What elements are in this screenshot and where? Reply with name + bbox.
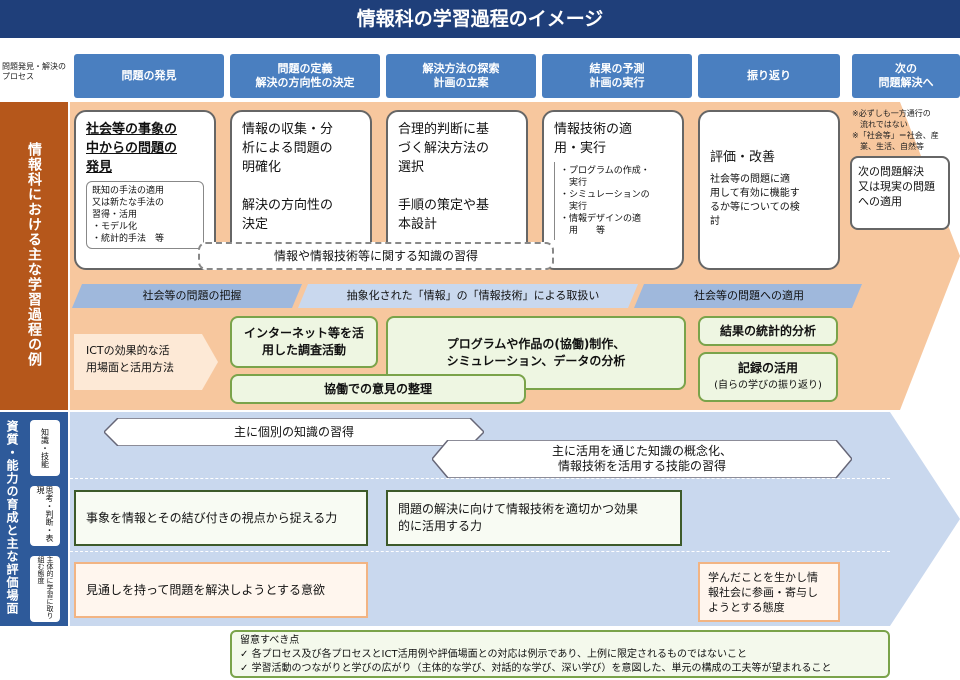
tag-thinking: 思考・判断・表現 [30, 486, 60, 546]
hex-arrow-individual-knowledge [104, 418, 484, 446]
divider-2 [70, 551, 890, 552]
card-problem-discovery: 社会等の事象の 中からの問題の 発見 既知の手法の適用 又は新たな手法の 習得・… [74, 110, 216, 270]
stage-next: 次の 問題解決へ [852, 54, 960, 98]
attitude-box-participation: 学んだことを生かし情 報社会に参画・寄与し ようとする態度 [698, 562, 840, 622]
process-notes: ※必ずしも一方通行の 流れではない ※「社会等」＝社会、産 業、生活、自然等 [852, 109, 939, 151]
ribbon-arrows [72, 284, 862, 308]
tag-knowledge-skills: 知識・技能 [30, 420, 60, 476]
page-title: 情報科の学習過程のイメージ [0, 0, 960, 38]
card-review-sub: 社会等の問題に適 用して有効に機能す るか等についての検 討 [710, 174, 800, 227]
thinking-box-apply: 問題の解決に向けて情報技術を適切かつ効果 的に活用する力 [386, 490, 682, 546]
ict-label: ICTの効果的な活 用場面と活用方法 [86, 344, 174, 374]
footer-heading: 留意すべき点 [240, 635, 300, 646]
card-review: 評価・改善 社会等の問題に適 用して有効に機能す るか等についての検 討 [698, 110, 840, 270]
card-execution: 情報技術の適 用・実行 ・プログラムの作成・ 実行 ・シミュレーションの 実行 … [542, 110, 684, 270]
stage-problem-discovery: 問題の発見 [74, 54, 224, 98]
activity-collaborative-organizing: 協働での意見の整理 [230, 374, 526, 404]
card-problem-discovery-sub: 既知の手法の適用 又は新たな手法の 習得・活用 ・モデル化 ・統計的手法 等 [86, 181, 204, 249]
ribbon-apply-society: 社会等の問題への適用 [694, 289, 804, 302]
ribbon-grasp-problem: 社会等の問題の把握 [142, 289, 242, 302]
footer-notes: 留意すべき点 ✓ 各プロセス及び各プロセスとICT活用例や評価場面との対応は例示… [230, 630, 890, 678]
stage-execution: 結果の予測 計画の実行 [542, 54, 692, 98]
thinking-box-capture: 事象を情報とその結び付きの視点から捉える力 [74, 490, 368, 546]
divider-1 [70, 478, 890, 479]
activity-record-use: 記録の活用 (自らの学びの振り返り) [698, 352, 838, 402]
card-execution-sub: ・プログラムの作成・ 実行 ・シミュレーションの 実行 ・情報デザインの適 用 … [554, 162, 672, 240]
ict-label-shape [74, 334, 218, 390]
footer-item-2: ✓ 学習活動のつながりと学びの広がり（主体的な学び、対話的な学び、深い学び）を意… [240, 663, 832, 674]
activity-internet-research: インターネット等を活 用した調査活動 [230, 316, 378, 368]
ribbon-abstract-handling: 抽象化された「情報」の「情報技術」による取扱い [346, 289, 600, 302]
individual-knowledge-label: 主に個別の知識の習得 [233, 424, 354, 439]
process-label: 問題発見・解決の プロセス [2, 62, 66, 81]
tag-attitude: 主体的に学習に取り組む態度 [30, 556, 60, 622]
knowledge-acquisition-box: 情報や情報技術等に関する知識の習得 [198, 242, 554, 270]
side-label-learning-process: 情報科における主な学習過程の例 [0, 102, 68, 410]
hex-arrow-concept-knowledge [432, 440, 852, 478]
card-next-problem: 次の問題解決 又は現実の問題 への適用 [850, 156, 950, 230]
stage-review: 振り返り [698, 54, 840, 98]
attitude-box-motivation: 見通しを持って問題を解決しようとする意欲 [74, 562, 368, 618]
footer-item-1: ✓ 各プロセス及び各プロセスとICT活用例や評価場面との対応は例示であり、上例に… [240, 649, 748, 660]
concept-knowledge-label: 主に活用を通じた知識の概念化、 情報技術を活用する技能の習得 [551, 444, 732, 473]
stage-solution-search: 解決方法の探索 計画の立案 [386, 54, 536, 98]
activity-statistical-analysis: 結果の統計的分析 [698, 316, 838, 346]
stage-problem-definition: 問題の定義 解決の方向性の決定 [230, 54, 380, 98]
